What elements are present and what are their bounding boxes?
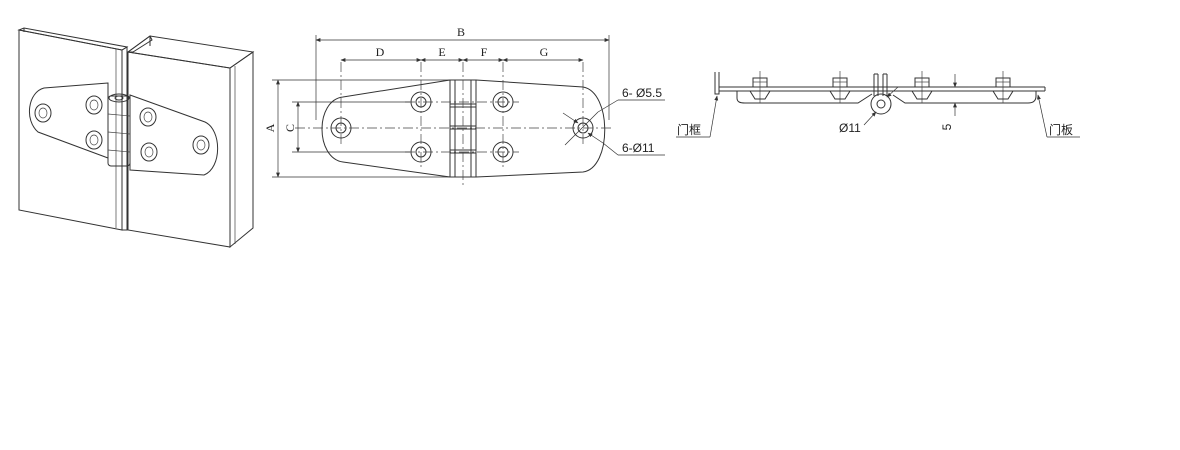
- iso-hinge-leaf-left: [29, 82, 109, 159]
- isometric-view: [17, 27, 255, 249]
- side-view: 5 Ø11 门框 门板: [676, 71, 1080, 138]
- side-door-frame: [714, 72, 720, 95]
- front-dimension-lines: [276, 38, 610, 178]
- dim-label-c: C: [283, 124, 297, 132]
- pin-diameter-label: Ø11: [839, 121, 861, 135]
- side-pin-outer: [870, 93, 892, 115]
- door-panel-label: 门板: [1049, 122, 1073, 137]
- iso-screw-holes: [34, 95, 210, 162]
- side-screws: [749, 71, 1014, 103]
- door-frame-label: 门框: [677, 122, 701, 137]
- dim-label-a: A: [263, 123, 277, 132]
- iso-door-frame: [17, 27, 129, 231]
- side-offset-dimension: [940, 74, 968, 116]
- dim-label-e: E: [438, 45, 445, 59]
- iso-door-panel: [126, 35, 255, 249]
- front-view: B D E F G A C 6- Ø5.5 6-Ø11: [263, 25, 665, 185]
- dim-label-f: F: [481, 45, 488, 59]
- dim-label-g: G: [540, 45, 549, 59]
- front-extension-lines: [272, 35, 610, 178]
- front-holes: [330, 91, 594, 163]
- side-pin-inner: [876, 99, 886, 109]
- callout-small-hole: 6- Ø5.5: [622, 86, 662, 100]
- dim-label-b: B: [457, 25, 465, 39]
- iso-hinge-knuckle: [107, 93, 131, 167]
- offset-label: 5: [940, 123, 954, 130]
- dim-label-d: D: [376, 45, 385, 59]
- front-centerlines: [295, 62, 612, 185]
- callout-large-hole: 6-Ø11: [622, 141, 655, 155]
- iso-hinge-leaf-right: [129, 94, 219, 176]
- front-leaf-right: [475, 79, 606, 178]
- side-leaf-left: [736, 91, 873, 104]
- side-leaf-right: [892, 91, 1037, 104]
- front-hole-leaders: [562, 99, 665, 156]
- front-leaf-left: [321, 79, 451, 178]
